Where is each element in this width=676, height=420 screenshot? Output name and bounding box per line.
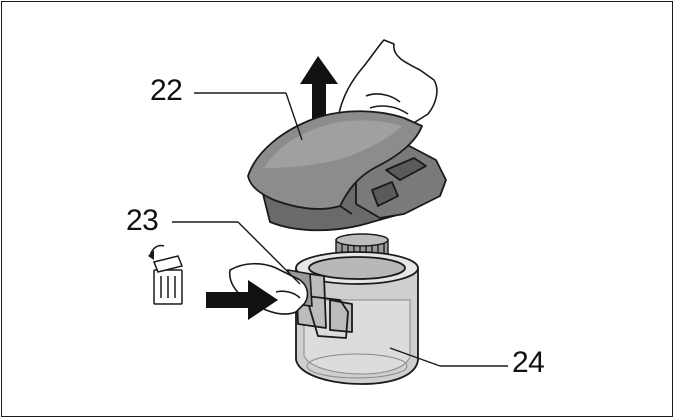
- callout-leaders: [172, 92, 508, 367]
- leader-line-22-tail: [285, 92, 303, 141]
- callout-label-23: 23: [126, 204, 159, 237]
- arrow-right-icon: [206, 280, 278, 320]
- dust-cover: [247, 110, 447, 232]
- arrow-up-icon: [300, 56, 338, 122]
- dust-container: [295, 251, 419, 385]
- leader-line-23-tail: [237, 221, 301, 285]
- leader-line-24: [389, 347, 441, 367]
- trash-bin-icon: [148, 244, 184, 305]
- callout-label-24: 24: [512, 346, 545, 379]
- callout-label-22: 22: [150, 74, 183, 107]
